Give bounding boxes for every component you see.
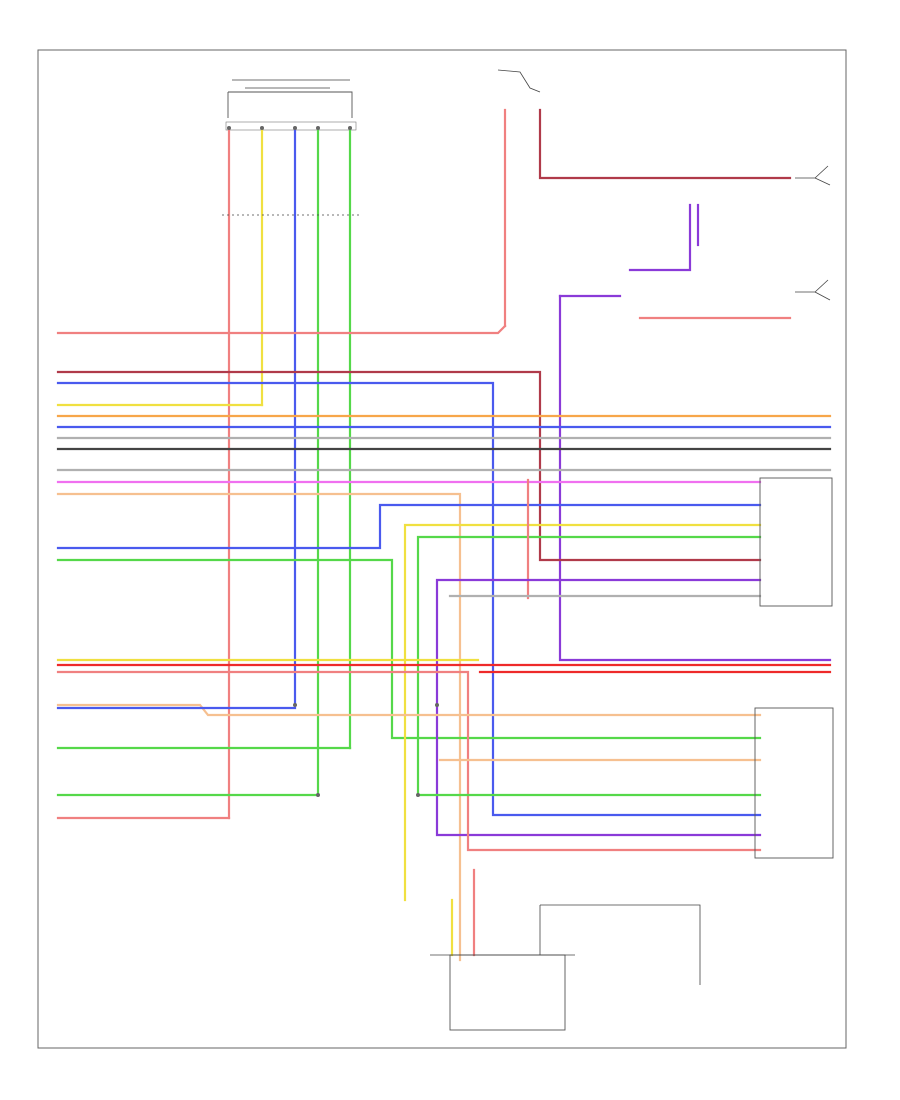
diagram-frame bbox=[37, 49, 847, 1049]
horizontal-bus bbox=[56, 370, 832, 962]
right-upper-switches bbox=[558, 165, 832, 662]
connector-marks bbox=[227, 126, 439, 797]
upper-module bbox=[225, 79, 357, 131]
lower-bus bbox=[56, 658, 834, 859]
top-switch-wire bbox=[56, 69, 792, 335]
bottom-module bbox=[430, 868, 701, 1031]
